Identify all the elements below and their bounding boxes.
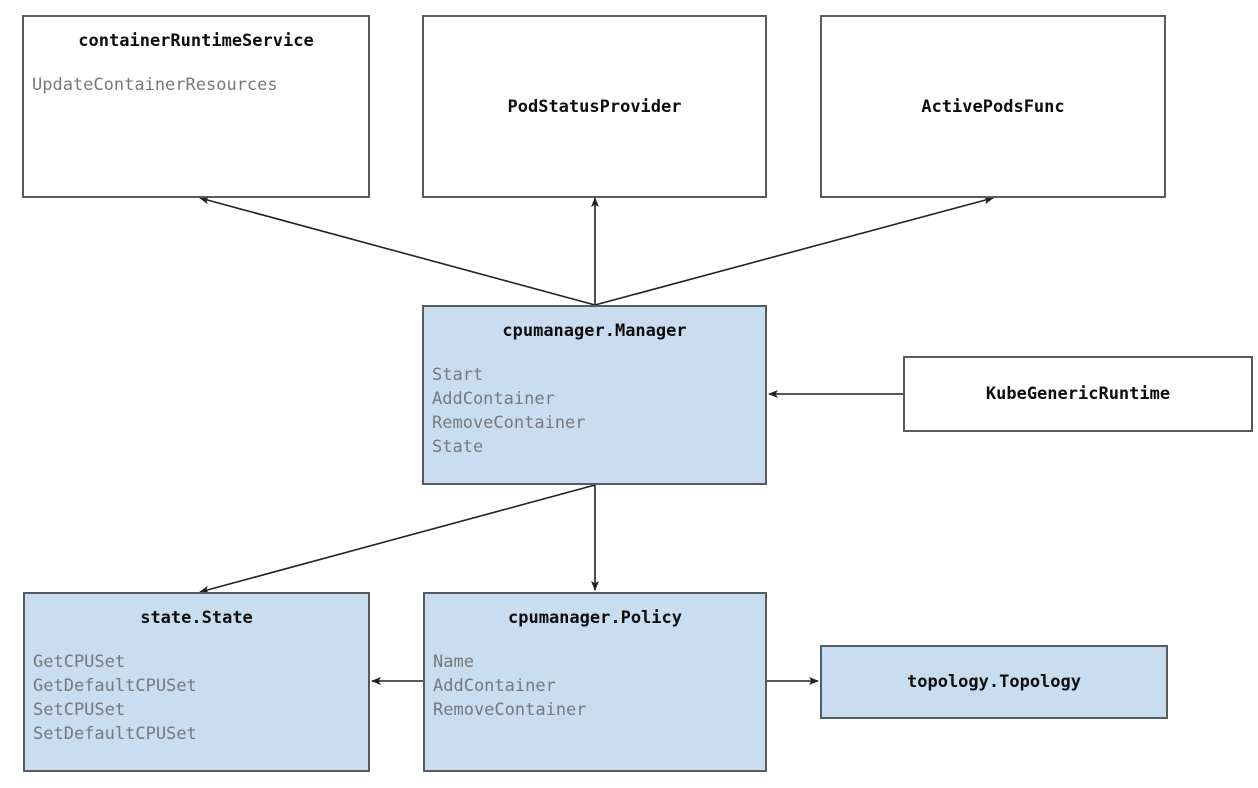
node-methods-containerRuntimeService: UpdateContainerResources [32,73,364,97]
node-KubeGenericRuntime[interactable]: KubeGenericRuntime [903,356,1253,432]
method-item: SetCPUSet [33,700,126,720]
node-title-cpumanagerManager: cpumanager.Manager [502,321,687,341]
node-title-topologyTopology: topology.Topology [907,672,1081,692]
method-item: RemoveContainer [432,413,586,433]
method-item: SetDefaultCPUSet [33,724,197,744]
edge-manager-to-containerRuntimeService [199,196,596,306]
method-item: Name [433,652,474,672]
method-item: GetDefaultCPUSet [33,676,197,696]
method-item: Start [432,365,484,385]
method-item: AddContainer [433,676,556,696]
node-title-cpumanagerPolicy: cpumanager.Policy [508,608,682,628]
node-title-containerRuntimeService: containerRuntimeService [78,31,314,51]
node-title-KubeGenericRuntime: KubeGenericRuntime [985,384,1171,404]
node-ActivePodsFunc[interactable]: ActivePodsFunc [820,15,1166,198]
method-item: GetCPUSet [33,652,126,672]
node-title-ActivePodsFunc: ActivePodsFunc [921,96,1065,117]
edge-manager-to-activePodsFunc [594,196,994,306]
method-item: RemoveContainer [433,700,587,720]
method-item: UpdateContainerResources [32,75,278,95]
node-topologyTopology[interactable]: topology.Topology [820,645,1168,719]
method-item: State [432,437,484,457]
method-item: AddContainer [432,389,555,409]
node-title-stateState: state.State [140,608,253,628]
node-PodStatusProvider[interactable]: PodStatusProvider [422,15,767,198]
node-title-PodStatusProvider: PodStatusProvider [507,96,682,117]
edge-manager-to-stateState [199,484,596,594]
